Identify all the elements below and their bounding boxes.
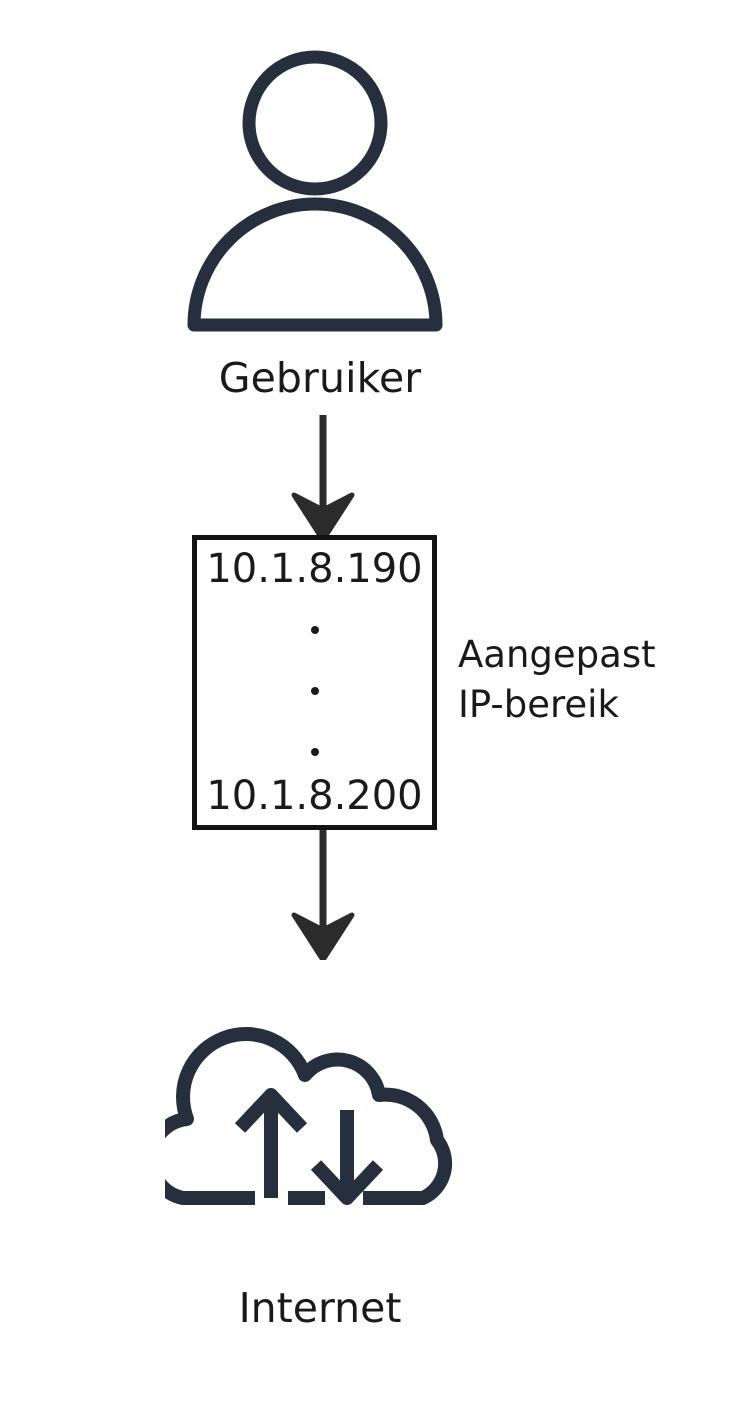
user-node [180,45,450,335]
ellipsis-dot [310,687,319,695]
user-icon [187,50,443,332]
ip-range-box: 10.1.8.190 10.1.8.200 [192,535,437,830]
internet-node [165,1020,465,1215]
ip-range-side-label-line2: IP-bereik [458,682,619,726]
ip-range-end-address: 10.1.8.200 [206,773,423,819]
ellipsis-dot [310,626,319,634]
cloud-upload-download-icon [165,1027,453,1205]
ip-range-side-label: Aangepast IP-bereik [458,630,738,730]
user-label: Gebruiker [218,354,422,402]
ip-range-ellipsis [197,626,432,756]
arrow-range-to-internet [291,830,355,960]
arrow-user-to-range [291,415,355,540]
internet-label: Internet [238,1284,402,1332]
ellipsis-dot [310,748,319,756]
ip-range-start-address: 10.1.8.190 [206,546,423,592]
ip-range-side-label-line1: Aangepast [458,633,656,676]
